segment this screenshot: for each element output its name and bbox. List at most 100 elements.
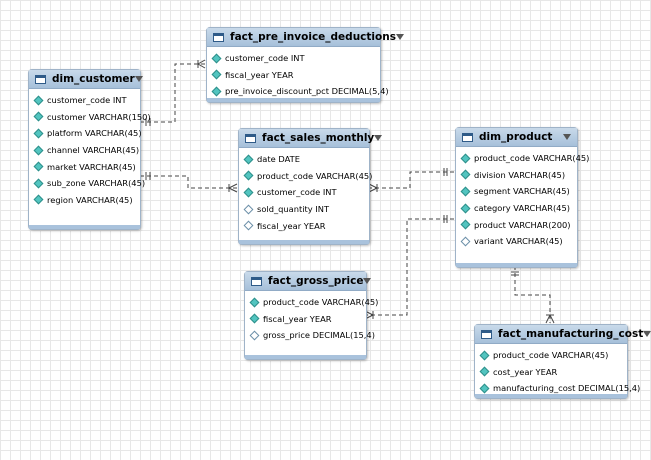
table-title: fact_gross_price: [268, 275, 364, 287]
table-header[interactable]: fact_pre_invoice_deductions: [207, 28, 404, 47]
collapse-arrow-icon[interactable]: [134, 76, 143, 82]
table-title: dim_product: [479, 131, 553, 143]
column-label: product_code VARCHAR(45): [493, 350, 609, 361]
column-row[interactable]: sub_zone VARCHAR(45): [29, 175, 145, 192]
column-label: product_code VARCHAR(45): [257, 170, 373, 181]
column-label: cost_year YEAR: [493, 366, 558, 377]
column-diamond-icon: [33, 128, 44, 139]
column-label: pre_invoice_discount_pct DECIMAL(5,4): [225, 86, 389, 97]
column-list: customer_code INT fiscal_year YEAR pre_i…: [207, 47, 389, 100]
column-label: customer_code INT: [225, 53, 305, 64]
table-footer: [456, 263, 577, 267]
column-row[interactable]: market VARCHAR(45): [29, 158, 140, 175]
table-footer: [207, 98, 380, 102]
column-list: product_code VARCHAR(45) cost_year YEAR …: [475, 344, 640, 397]
relationship-product-sales[interactable]: [368, 168, 454, 193]
column-label: manufacturing_cost DECIMAL(15,4): [493, 383, 641, 394]
column-row[interactable]: fiscal_year YEAR: [239, 217, 369, 234]
table-fact-manufacturing-cost[interactable]: fact_manufacturing_cost product_code VAR…: [474, 324, 651, 399]
column-label: gross_price DECIMAL(15,4): [263, 330, 375, 341]
column-diamond-icon: [33, 178, 44, 189]
column-row[interactable]: sold_quantity INT: [239, 201, 369, 218]
column-label: platform VARCHAR(45): [47, 128, 142, 139]
key-diamond-icon: [211, 53, 222, 64]
key-diamond-icon: [249, 313, 260, 324]
column-row[interactable]: customer_code INT: [29, 92, 140, 109]
column-row[interactable]: pre_invoice_discount_pct DECIMAL(5,4): [207, 83, 389, 100]
table-header[interactable]: dim_customer: [29, 70, 143, 89]
column-diamond-icon: [33, 194, 44, 205]
key-diamond-icon: [243, 187, 254, 198]
table-icon: [251, 276, 262, 286]
column-diamond-icon: [460, 236, 471, 247]
column-label: fiscal_year YEAR: [225, 69, 294, 80]
table-fact-pre-invoice-deductions[interactable]: fact_pre_invoice_deductions customer_cod…: [206, 27, 404, 103]
relationship-customer-sales[interactable]: [140, 172, 238, 193]
column-label: customer_code INT: [257, 187, 337, 198]
column-list: date DATE product_code VARCHAR(45) custo…: [239, 148, 373, 234]
column-row[interactable]: product VARCHAR(200): [456, 216, 577, 233]
column-row[interactable]: date DATE: [239, 151, 369, 168]
column-label: fiscal_year YEAR: [257, 220, 326, 231]
table-header[interactable]: dim_product: [456, 128, 577, 147]
key-diamond-icon: [211, 69, 222, 80]
table-title: fact_sales_monthly: [262, 132, 375, 144]
column-row[interactable]: customer_code INT: [239, 184, 369, 201]
column-list: product_code VARCHAR(45) fiscal_year YEA…: [245, 291, 378, 344]
column-row[interactable]: channel VARCHAR(45): [29, 142, 140, 159]
column-label: product VARCHAR(200): [474, 219, 571, 230]
table-header[interactable]: fact_sales_monthly: [239, 129, 383, 148]
column-label: category VARCHAR(45): [474, 203, 570, 214]
table-icon: [481, 329, 492, 339]
collapse-arrow-icon[interactable]: [563, 134, 571, 140]
column-row[interactable]: product_code VARCHAR(45): [475, 347, 627, 364]
key-diamond-icon: [479, 350, 490, 361]
column-row[interactable]: gross_price DECIMAL(15,4): [245, 327, 375, 344]
table-dim-customer[interactable]: dim_customer customer_code INT customer …: [28, 69, 151, 230]
column-row[interactable]: fiscal_year YEAR: [207, 67, 380, 84]
column-diamond-icon: [460, 219, 471, 230]
column-row[interactable]: segment VARCHAR(45): [456, 183, 577, 200]
table-fact-sales-monthly[interactable]: fact_sales_monthly date DATE product_cod…: [238, 128, 383, 245]
column-row[interactable]: variant VARCHAR(45): [456, 233, 577, 250]
column-row[interactable]: product_code VARCHAR(45): [456, 150, 589, 167]
column-diamond-icon: [33, 145, 44, 156]
column-diamond-icon: [33, 161, 44, 172]
key-diamond-icon: [479, 366, 490, 377]
column-row[interactable]: fiscal_year YEAR: [245, 311, 366, 328]
column-diamond-icon: [33, 111, 44, 122]
table-dim-product[interactable]: dim_product product_code VARCHAR(45) div…: [455, 127, 589, 268]
column-row[interactable]: customer VARCHAR(150): [29, 109, 151, 126]
column-diamond-icon: [243, 204, 254, 215]
column-row[interactable]: category VARCHAR(45): [456, 200, 577, 217]
column-label: segment VARCHAR(45): [474, 186, 570, 197]
table-header[interactable]: fact_manufacturing_cost: [475, 325, 651, 344]
column-row[interactable]: division VARCHAR(45): [456, 167, 577, 184]
collapse-arrow-icon[interactable]: [395, 34, 404, 40]
column-label: sub_zone VARCHAR(45): [47, 178, 146, 189]
column-label: fiscal_year YEAR: [263, 313, 332, 324]
key-diamond-icon: [243, 170, 254, 181]
column-label: customer_code INT: [47, 95, 127, 106]
column-label: variant VARCHAR(45): [474, 236, 563, 247]
column-row[interactable]: cost_year YEAR: [475, 364, 627, 381]
table-fact-gross-price[interactable]: fact_gross_price product_code VARCHAR(45…: [244, 271, 378, 360]
key-diamond-icon: [460, 153, 471, 164]
table-header[interactable]: fact_gross_price: [245, 272, 372, 291]
column-row[interactable]: product_code VARCHAR(45): [239, 168, 373, 185]
relationship-product-manufacturing[interactable]: [511, 266, 555, 324]
table-footer: [29, 225, 140, 229]
table-title: fact_manufacturing_cost: [498, 328, 644, 340]
collapse-arrow-icon[interactable]: [643, 331, 651, 337]
table-title: dim_customer: [52, 73, 135, 85]
table-footer: [245, 355, 366, 359]
column-row[interactable]: product_code VARCHAR(45): [245, 294, 378, 311]
column-row[interactable]: platform VARCHAR(45): [29, 125, 142, 142]
column-diamond-icon: [460, 169, 471, 180]
column-list: product_code VARCHAR(45) division VARCHA…: [456, 147, 589, 250]
column-row[interactable]: region VARCHAR(45): [29, 192, 140, 209]
column-row[interactable]: manufacturing_cost DECIMAL(15,4): [475, 380, 640, 397]
collapse-arrow-icon[interactable]: [374, 135, 383, 141]
collapse-arrow-icon[interactable]: [363, 278, 372, 284]
column-row[interactable]: customer_code INT: [207, 50, 380, 67]
